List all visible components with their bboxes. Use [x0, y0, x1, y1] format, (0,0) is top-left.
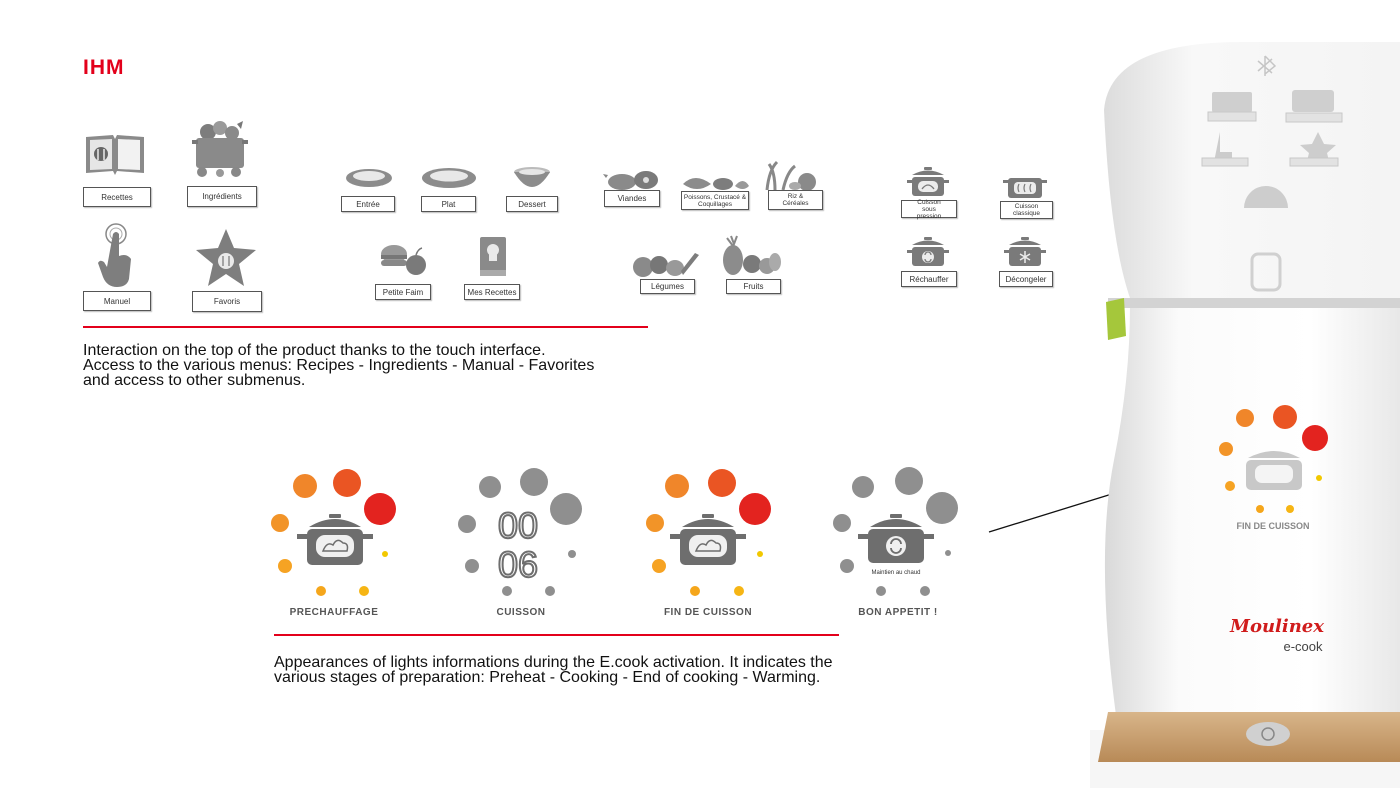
ecook-device: [1090, 41, 1400, 788]
fruits-icon[interactable]: [719, 234, 783, 278]
menu-legumes[interactable]: Légumes: [640, 279, 695, 294]
menu-riz-cereales[interactable]: Riz & Céréales: [768, 190, 823, 210]
meat-icon[interactable]: [602, 168, 664, 192]
reheat-pot-icon[interactable]: [906, 236, 950, 268]
menu-viandes[interactable]: Viandes: [604, 190, 660, 207]
my-recipes-book-icon[interactable]: [478, 236, 508, 278]
interaction-line-3: and access to other submenus.: [83, 372, 306, 389]
favorite-star-icon[interactable]: [194, 228, 258, 288]
snack-burger-icon[interactable]: [378, 243, 428, 277]
pressure-cook-pot-icon[interactable]: [906, 166, 950, 198]
warming-label: Maintien au chaud: [871, 570, 920, 576]
menu-cuisson-classique[interactable]: Cuisson classique: [1000, 201, 1053, 219]
interaction-line-2: Access to the various menus: Recipes - I…: [83, 357, 595, 374]
stage-label-prechauffage: PRECHAUFFAGE: [289, 607, 379, 618]
menu-recettes[interactable]: Recettes: [83, 187, 151, 207]
dessert-bowl-icon[interactable]: [513, 166, 551, 190]
seafood-icon[interactable]: [681, 172, 751, 194]
divider-line: [83, 326, 648, 328]
menu-fruits[interactable]: Fruits: [726, 279, 781, 294]
menu-entree[interactable]: Entrée: [341, 196, 395, 212]
classic-cook-pot-icon[interactable]: [1002, 172, 1048, 200]
timer-bottom-digits: 06: [498, 544, 538, 585]
device-status-label: FIN DE CUISSON: [1236, 521, 1310, 531]
page-title: IHM: [83, 56, 125, 79]
menu-mes-recettes[interactable]: Mes Recettes: [464, 284, 520, 300]
menu-decongeler[interactable]: Décongeler: [999, 271, 1053, 287]
menu-favoris[interactable]: Favoris: [192, 291, 262, 312]
interaction-description: Interaction on the top of the product th…: [83, 342, 683, 389]
menu-poissons[interactable]: Poissons, Crustacé & Coquillages: [681, 191, 749, 210]
plat-plate-icon[interactable]: [421, 167, 477, 191]
grains-icon[interactable]: [759, 160, 821, 192]
menu-petite-faim[interactable]: Petite Faim: [375, 284, 431, 300]
ingredients-pot-icon[interactable]: [190, 120, 252, 178]
preheat-lights-indicator: [271, 469, 396, 596]
menu-cuisson-pression[interactable]: Cuisson sous pression: [901, 199, 957, 220]
menu-dessert[interactable]: Dessert: [506, 196, 558, 212]
hand-touch-icon[interactable]: [96, 222, 138, 288]
lights-line-1: Appearances of lights informations durin…: [274, 654, 833, 671]
recipe-book-icon[interactable]: [84, 133, 146, 177]
menu-plat[interactable]: Plat: [421, 196, 476, 212]
lights-line-2: various stages of preparation: Preheat -…: [274, 669, 821, 686]
menu-rechauffer[interactable]: Réchauffer: [901, 271, 957, 287]
entree-plate-icon[interactable]: [345, 168, 393, 190]
menu-manuel[interactable]: Manuel: [83, 291, 151, 311]
lights-description: Appearances of lights informations durin…: [274, 654, 954, 686]
defrost-pot-icon[interactable]: [1002, 236, 1048, 268]
interaction-line-1: Interaction on the top of the product th…: [83, 342, 546, 359]
vegetables-icon[interactable]: [631, 250, 701, 278]
menu-ingredients[interactable]: Ingrédients: [187, 186, 257, 207]
stage-label-bon-appetit: BON APPETIT !: [858, 607, 938, 618]
stage-label-fin-cuisson: FIN DE CUISSON: [663, 607, 753, 618]
cooking-timer-indicator: 00 06: [458, 468, 582, 596]
warming-lights-indicator: Maintien au chaud: [833, 467, 958, 596]
end-cooking-lights-indicator: [646, 469, 771, 596]
timer-top-digits: 00: [498, 505, 538, 546]
power-button[interactable]: [1242, 722, 1294, 748]
divider-line-2: [274, 634, 839, 636]
brand-logo: Moulinex: [1230, 616, 1324, 637]
stage-label-cuisson: CUISSON: [496, 607, 546, 618]
model-name: e-cook: [1283, 639, 1323, 654]
